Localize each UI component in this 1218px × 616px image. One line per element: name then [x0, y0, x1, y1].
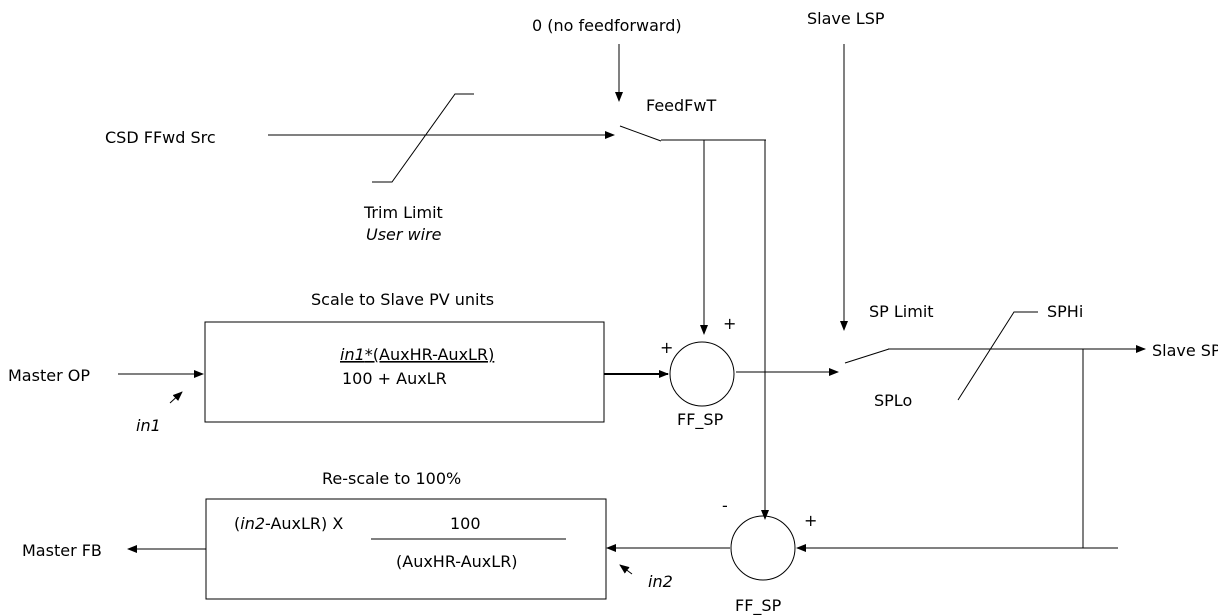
- sphi-label: SPHi: [1047, 302, 1083, 321]
- splo-label: SPLo: [874, 391, 912, 410]
- rescale-denominator: (AuxHR-AuxLR): [396, 552, 518, 571]
- user-wire-label: User wire: [366, 225, 442, 244]
- top-summer-plus-right: +: [723, 314, 736, 333]
- slave-lsp-label: Slave LSP: [807, 9, 885, 28]
- sp-limit-switch: [844, 348, 890, 364]
- feedfwt-switch: [619, 125, 662, 142]
- feedfwt-label: FeedFwT: [646, 96, 716, 115]
- sp-limit-symbol: [957, 311, 1038, 401]
- top-summer-plus-left: +: [660, 338, 673, 357]
- bottom-summer-ff-sp: [730, 515, 796, 581]
- in1-label: in1: [136, 416, 161, 435]
- bottom-summer-label: FF_SP: [735, 596, 782, 616]
- scale-numerator: in1*(AuxHR-AuxLR): [340, 345, 494, 364]
- master-fb-label: Master FB: [22, 541, 102, 560]
- rescale-block-title: Re-scale to 100%: [322, 469, 461, 488]
- trim-limit-label: Trim Limit: [363, 203, 443, 222]
- no-feedforward-label: 0 (no feedforward): [532, 16, 682, 35]
- bottom-summer-plus: +: [804, 511, 817, 530]
- master-op-label: Master OP: [8, 366, 90, 385]
- csd-ffwd-src-label: CSD FFwd Src: [105, 128, 216, 147]
- rescale-left-term: (in2-AuxLR) X: [234, 514, 343, 533]
- top-summer-ff-sp: [669, 341, 735, 407]
- in2-label: in2: [648, 572, 673, 591]
- top-summer-label: FF_SP: [677, 410, 724, 430]
- bottom-summer-minus: -: [722, 496, 728, 515]
- sp-limit-label: SP Limit: [869, 302, 934, 321]
- slave-sp-label: Slave SP: [1152, 341, 1218, 360]
- in2-pointer-arrow: [619, 564, 633, 575]
- scale-block: [204, 321, 605, 423]
- trim-limit-symbol: [372, 93, 474, 183]
- scale-denominator: 100 + AuxLR: [342, 369, 447, 388]
- scale-block-title: Scale to Slave PV units: [311, 290, 494, 309]
- rescale-numerator: 100: [450, 514, 481, 533]
- in1-pointer-arrow: [169, 391, 183, 404]
